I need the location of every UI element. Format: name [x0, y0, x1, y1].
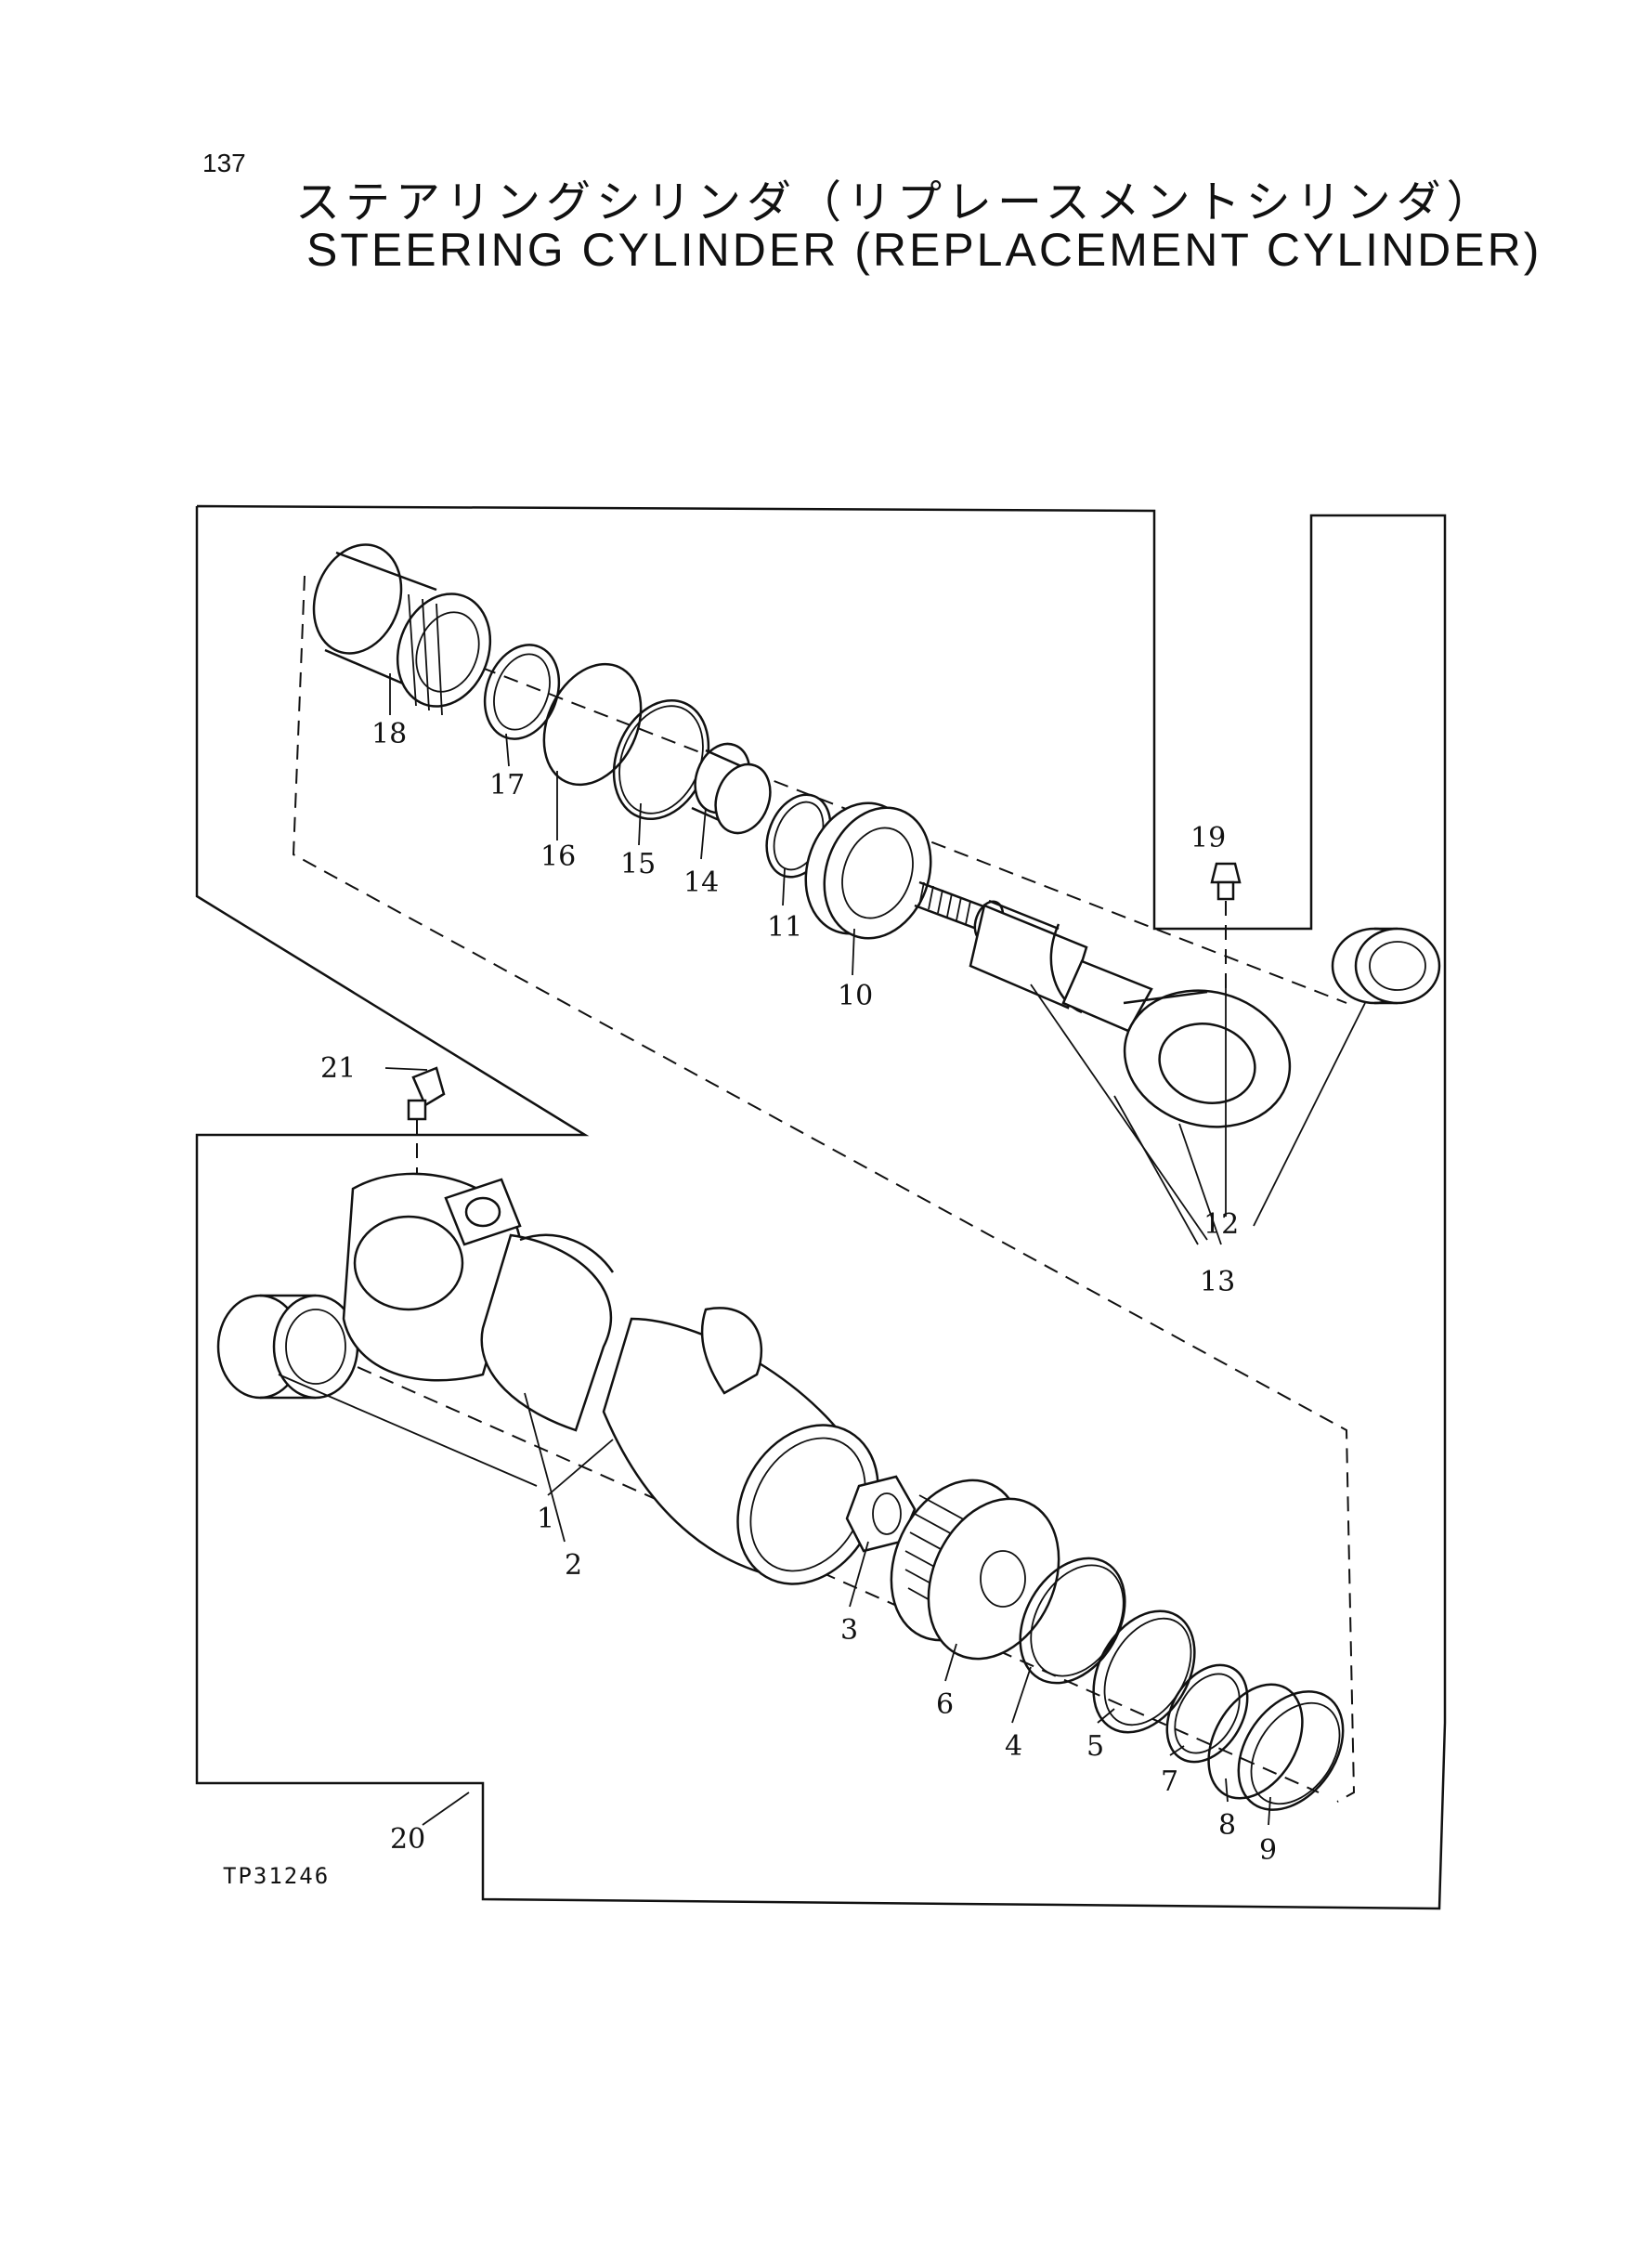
part-14-bushing [691, 742, 772, 835]
title-english: STEERING CYLINDER (REPLACEMENT CYLINDER) [306, 224, 1542, 276]
subassembly-dashed-boundary [292, 575, 1356, 1803]
lower-axis-line [268, 1327, 1320, 1793]
part-label-20: 20 [390, 1823, 425, 1856]
part-label-18: 18 [371, 718, 407, 750]
part-18-gland [312, 543, 492, 716]
part-label-11: 11 [767, 911, 802, 944]
part-label-21: 21 [320, 1052, 356, 1085]
part-label-17: 17 [489, 769, 525, 801]
part-label-1: 1 [537, 1503, 554, 1535]
part-7-ring [1165, 1663, 1249, 1764]
part-21-elbow-fitting [407, 1066, 446, 1198]
part-19-grease-fitting [1210, 862, 1242, 994]
part-label-7: 7 [1161, 1765, 1178, 1798]
part-1-cylinder-tube [216, 1172, 879, 1585]
part-8-seal [1207, 1683, 1304, 1800]
part-label-16: 16 [540, 840, 576, 873]
drawing-code: TP31246 [223, 1863, 331, 1889]
part-label-8: 8 [1218, 1809, 1236, 1842]
part-label-2: 2 [565, 1549, 582, 1582]
title-japanese: ステアリングシリンダ（リプレースメントシリンダ） [295, 176, 1497, 228]
part-label-6: 6 [936, 1688, 954, 1721]
leader-lines [278, 673, 1366, 1826]
part-10-nut [804, 801, 932, 940]
part-12-rod [914, 880, 1292, 1128]
part-12-pin-bushing [1331, 927, 1441, 1005]
part-label-3: 3 [840, 1614, 858, 1647]
part-label-9: 9 [1259, 1834, 1277, 1867]
part-16-seal [542, 662, 643, 787]
part-label-4: 4 [1005, 1730, 1022, 1763]
part-5-ring [1092, 1609, 1196, 1734]
part-9-ring [1237, 1690, 1345, 1811]
part-label-5: 5 [1086, 1730, 1104, 1763]
part-4-ring [1019, 1557, 1126, 1685]
part-6-piston [890, 1479, 1060, 1661]
part-label-12: 12 [1203, 1208, 1239, 1241]
part-label-14: 14 [683, 866, 719, 899]
part-label-13: 13 [1200, 1266, 1235, 1298]
page-number: 137 [202, 149, 246, 177]
assembly-boundary [195, 504, 1447, 1910]
part-label-19: 19 [1190, 822, 1226, 854]
part-17-ring [483, 644, 561, 740]
part-label-10: 10 [838, 980, 873, 1012]
part-label-15: 15 [620, 848, 656, 880]
